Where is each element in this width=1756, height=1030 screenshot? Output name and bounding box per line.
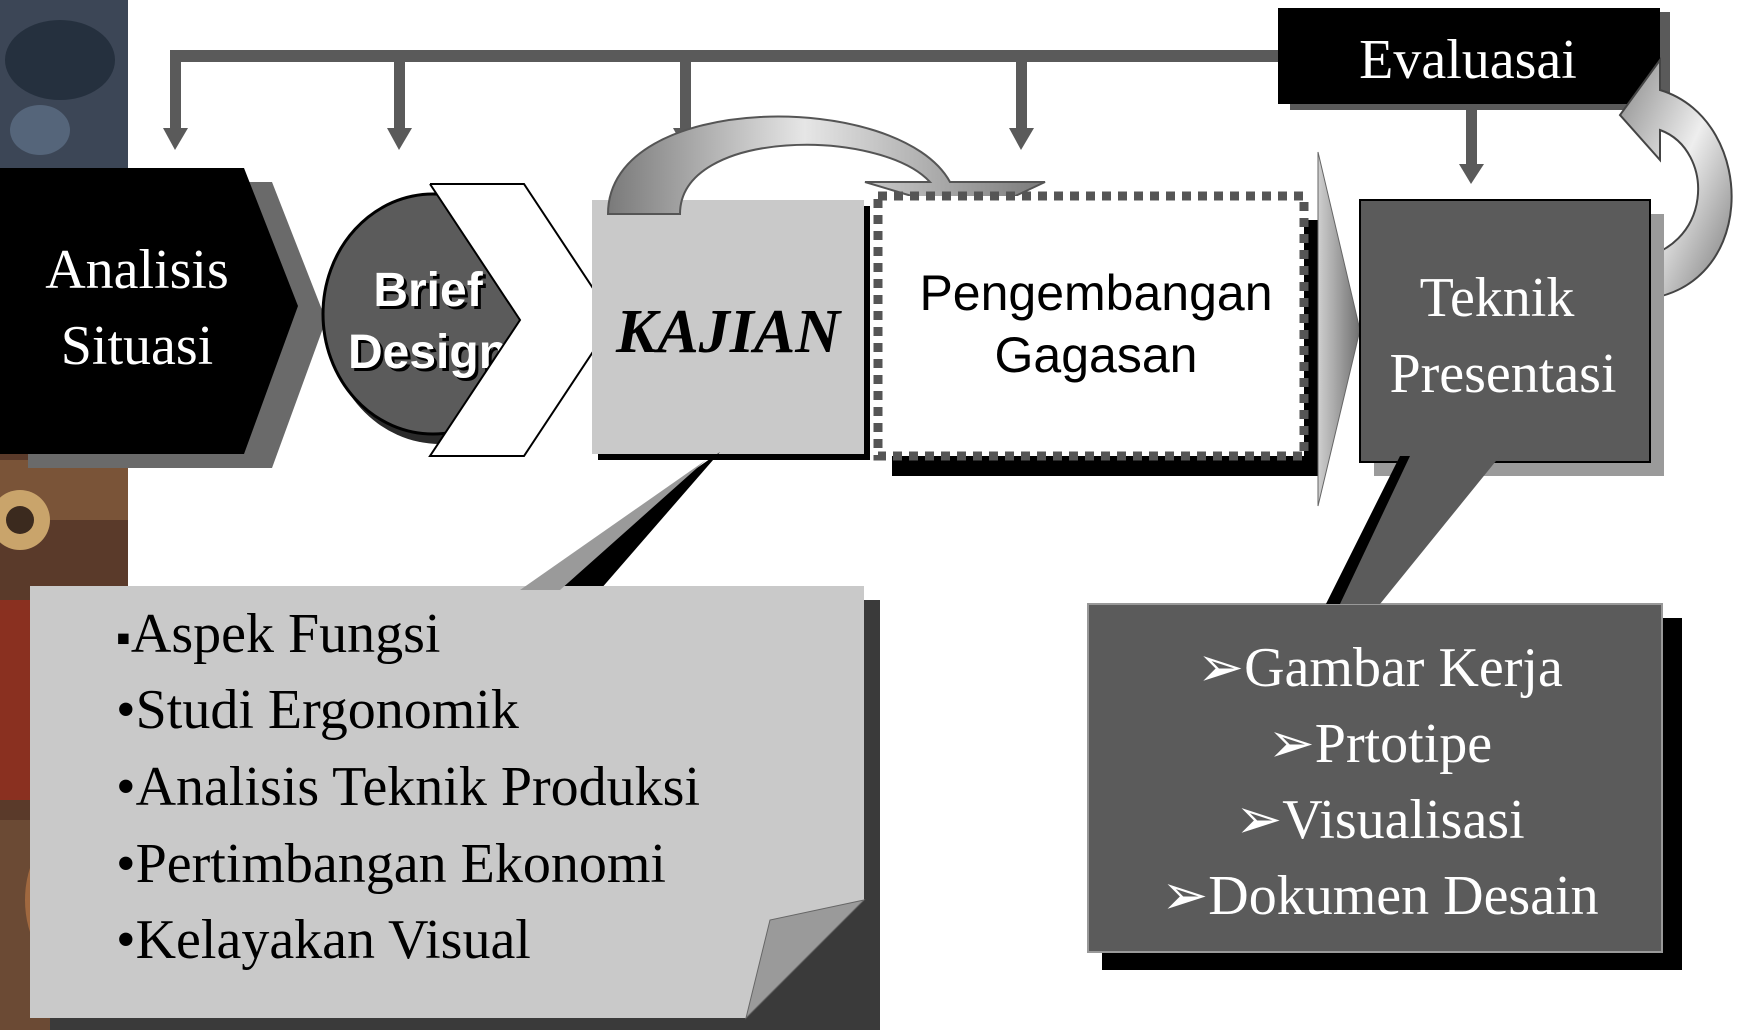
kajian-item-3: •Analisis Teknik Produksi (116, 756, 700, 818)
kajian-item-2: •Studi Ergonomik (116, 679, 519, 741)
kajian-item-4: •Pertimbangan Ekonomi (116, 833, 666, 895)
teknik-label-line2: Presentasi (1389, 343, 1616, 405)
teknik-label-line1: Teknik (1420, 267, 1575, 329)
curved-arrow-kajian-to-pengembangan (606, 115, 1046, 217)
kajian-item-1: ▪Aspek Fungsi (116, 603, 440, 665)
chevron-arrow-gradient (1317, 151, 1361, 507)
evaluation-feedback-lines (163, 50, 1484, 184)
analisis-label-line1: Analisis (45, 239, 229, 301)
evaluasi-label: Evaluasai (1359, 29, 1577, 91)
chevron-arrow-outline (428, 183, 616, 457)
kajian-item-5: •Kelayakan Visual (116, 909, 531, 971)
kajian-label: KAJIAN (615, 298, 842, 366)
presentasi-callout: ➢Gambar Kerja ➢Prtotipe ➢Visualisasi ➢Do… (1087, 456, 1682, 970)
presentasi-item-2: ➢Prtotipe (1268, 713, 1492, 775)
feedback-arrow-analisis (163, 50, 188, 150)
kajian-callout: ▪Aspek Fungsi •Studi Ergonomik •Analisis… (30, 452, 880, 1030)
pengembangan-label-line2: Gagasan (995, 327, 1198, 383)
brief-label-line1: Brief (373, 264, 483, 317)
presentasi-item-3: ➢Visualisasi (1235, 789, 1524, 851)
feedback-arrow-brief (387, 50, 412, 150)
analisis-label-line2: Situasi (61, 315, 213, 377)
feedback-arrow-teknik (1459, 100, 1484, 184)
curved-arrow-to-evaluasi (1618, 56, 1733, 302)
presentasi-item-1: ➢Gambar Kerja (1197, 637, 1563, 699)
brief-label-line1-shadow: Brief (376, 267, 486, 320)
feedback-arrow-pengembangan (1009, 50, 1034, 150)
teknik-presentasi-node: Teknik Presentasi (1359, 199, 1664, 476)
kajian-node: KAJIAN (592, 200, 870, 460)
presentasi-item-4: ➢Dokumen Desain (1161, 865, 1598, 927)
pengembangan-gagasan-node: Pengembangan Gagasan (873, 191, 1318, 476)
evaluasi-box: Evaluasai (1278, 8, 1670, 110)
brief-label-line2: Design (348, 326, 508, 379)
pengembangan-label-line1: Pengembangan (919, 265, 1272, 321)
analisis-situasi-node: Analisis Situasi (0, 168, 326, 468)
